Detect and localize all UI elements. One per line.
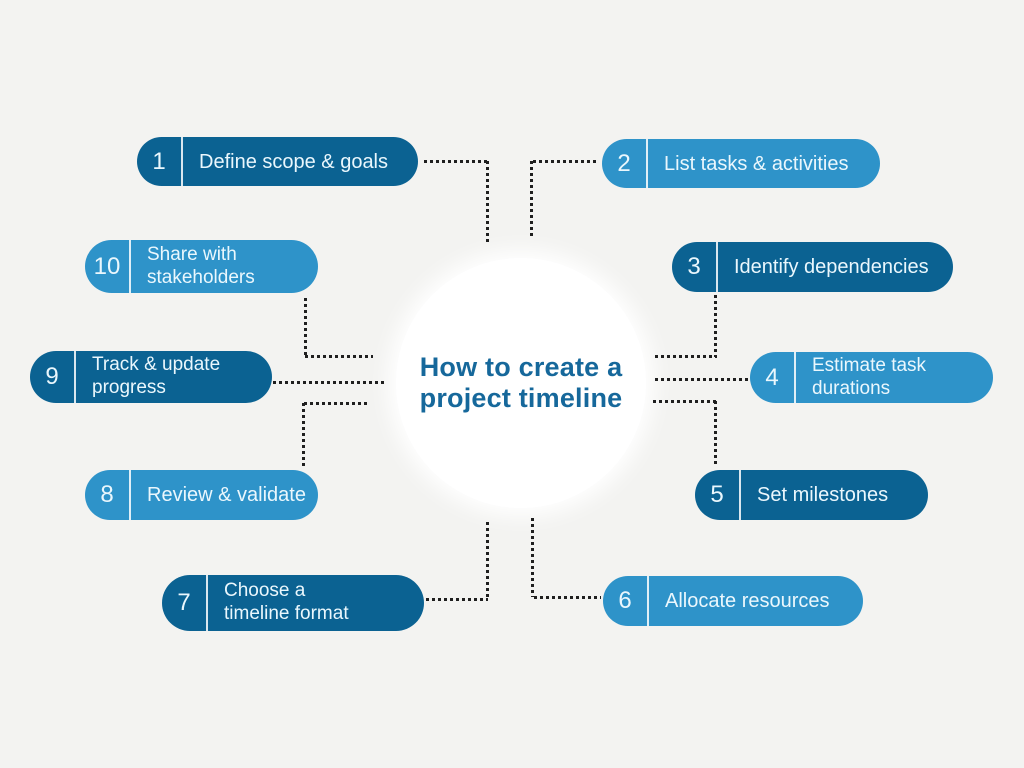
step-5-number: 5	[710, 481, 724, 508]
step-5-pill: 5 Set milestones	[695, 470, 928, 520]
step-2-pill: 2 List tasks & activities	[602, 139, 880, 188]
step-2-label: List tasks & activities	[664, 152, 849, 175]
connector-step10-h	[305, 355, 373, 358]
step-7-label: Choose a timeline format	[224, 580, 349, 624]
step-7-pill: 7 Choose a timeline format	[162, 575, 424, 631]
connector-step7-h	[426, 598, 488, 601]
step-6-divider	[647, 576, 649, 626]
step-4-divider	[794, 352, 796, 403]
step-10-number: 10	[93, 252, 121, 280]
connector-step2-h	[533, 160, 599, 163]
step-4-number: 4	[765, 363, 779, 391]
step-1-pill: 1 Define scope & goals	[137, 137, 418, 186]
step-3-pill: 3 Identify dependencies	[672, 242, 953, 292]
step-8-divider	[129, 470, 131, 520]
connector-step8-v	[302, 403, 305, 468]
step-2-divider	[646, 139, 648, 188]
step-9-pill: 9 Track & update progress	[30, 351, 272, 403]
step-7-number: 7	[177, 589, 191, 616]
step-6-label: Allocate resources	[665, 590, 830, 612]
connector-step1-v	[486, 161, 489, 245]
step-6-pill: 6 Allocate resources	[603, 576, 863, 626]
step-9-number: 9	[45, 363, 59, 390]
step-5-divider	[739, 470, 741, 520]
center-circle	[396, 258, 646, 508]
step-1-divider	[181, 137, 183, 186]
connector-step1-h	[424, 160, 488, 163]
connector-step2-v	[530, 161, 533, 239]
title-line-1: How to create a	[419, 351, 623, 382]
connector-step5-h	[653, 400, 717, 403]
step-4-pill: 4 Estimate task durations	[750, 352, 993, 403]
connector-step10-v	[304, 298, 307, 358]
step-1-label: Define scope & goals	[199, 150, 389, 173]
step-10-divider	[129, 240, 131, 293]
connector-step6-h	[534, 596, 601, 599]
connector-step6-v	[531, 518, 534, 597]
connector-step9-h	[273, 381, 385, 384]
step-7-divider	[206, 575, 208, 631]
step-1-number: 1	[152, 147, 166, 175]
step-5-label: Set milestones	[757, 484, 889, 506]
step-3-number: 3	[687, 253, 701, 280]
step-10-pill: 10 Share with stakeholders	[85, 240, 318, 293]
step-8-pill: 8 Review & validate	[85, 470, 318, 520]
step-8-label: Review & validate	[147, 484, 306, 506]
connector-step3-h	[655, 355, 717, 358]
connector-step5-v	[714, 401, 717, 467]
connector-step4-h	[655, 378, 748, 381]
step-9-label: Track & update progress	[92, 354, 221, 398]
connector-step8-h	[304, 402, 370, 405]
step-10-label: Share with stakeholders	[147, 243, 255, 288]
title-line-2: project timeline	[419, 383, 623, 413]
connector-step7-v	[486, 522, 489, 599]
step-9-divider	[74, 351, 76, 403]
connector-step3-v	[714, 295, 717, 357]
page-title: How to create a project timeline	[371, 258, 671, 508]
step-4-label: Estimate task durations	[812, 354, 927, 399]
step-6-number: 6	[618, 587, 632, 614]
step-2-number: 2	[617, 149, 631, 177]
step-8-number: 8	[100, 481, 114, 508]
step-3-label: Identify dependencies	[734, 256, 929, 278]
step-3-divider	[716, 242, 718, 292]
